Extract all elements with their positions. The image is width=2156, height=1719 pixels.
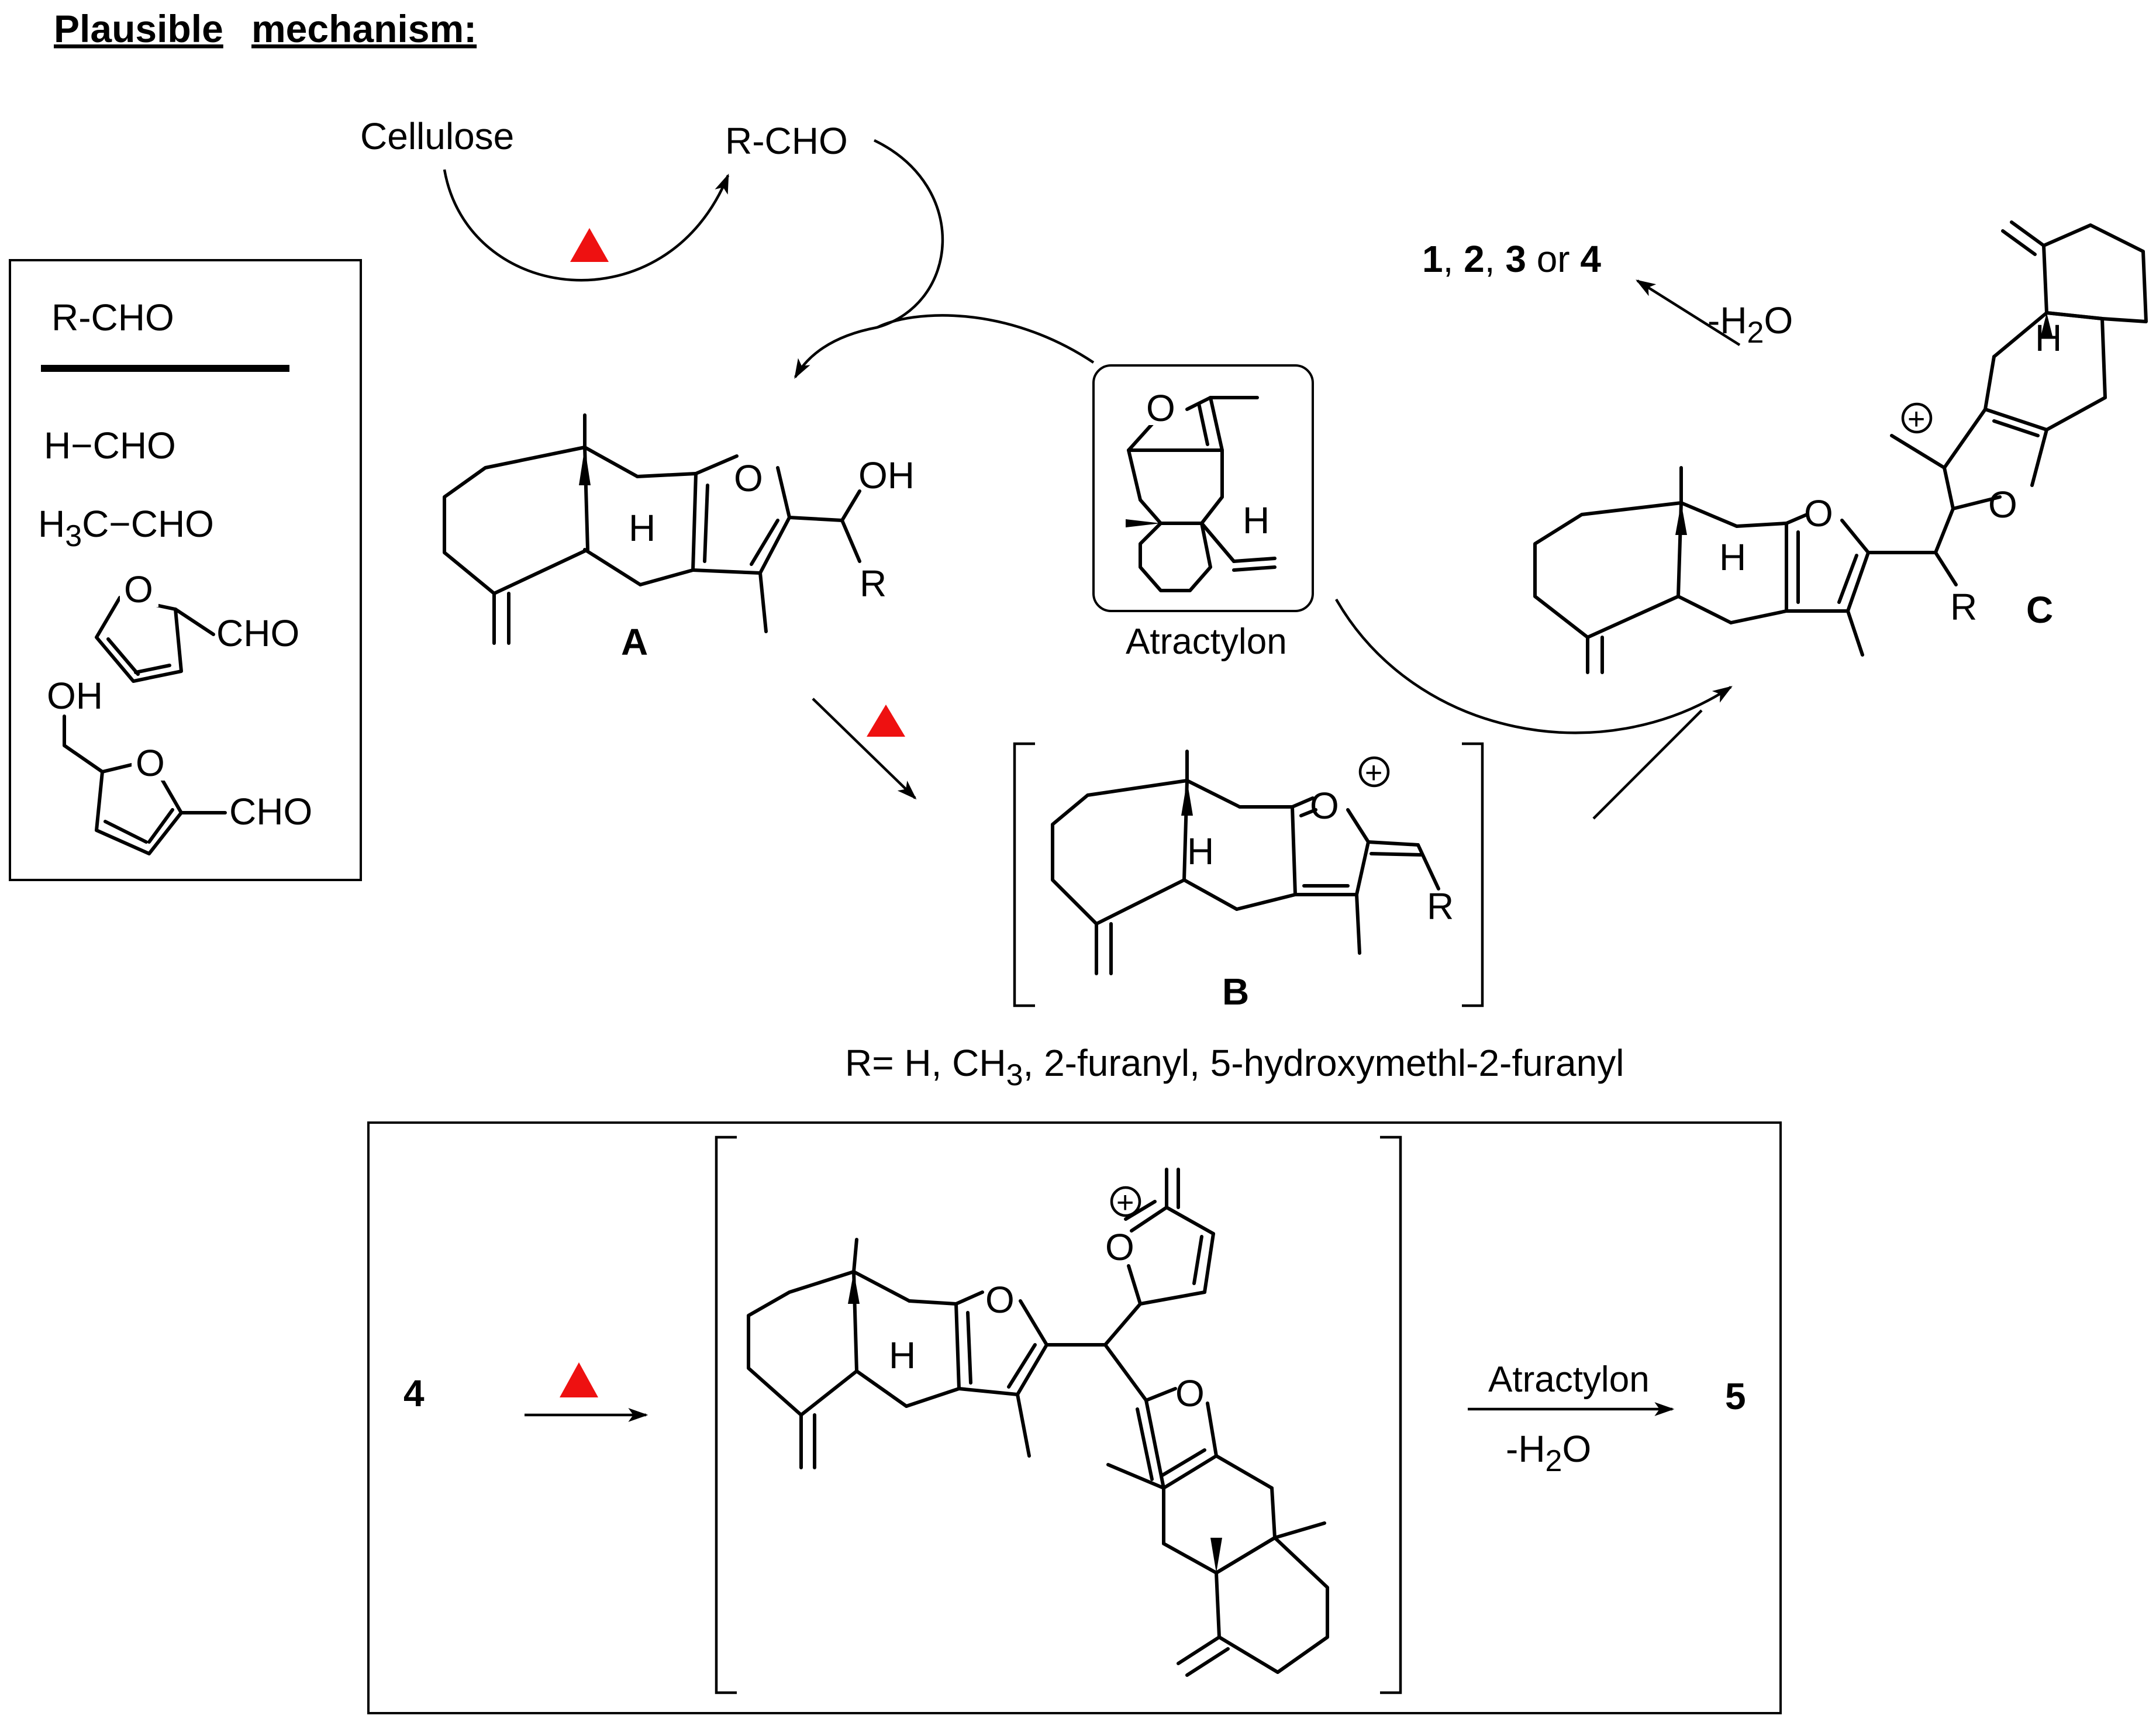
furfural-oxygen: O: [124, 568, 153, 610]
C-lower-furan-oxygen: O: [1804, 492, 1833, 534]
bottom-left-furan-oxygen: O: [985, 1279, 1015, 1321]
rcho-label: R-CHO: [725, 120, 848, 162]
heat-icon-3: [560, 1362, 598, 1397]
title-word-plausible: Plausible: [54, 7, 223, 50]
atractylon-to-C-arrow: [1335, 598, 1733, 734]
compound-4: 4: [403, 1372, 425, 1414]
A-R-group: R: [860, 562, 886, 605]
atractylon-oxygen: O: [1146, 387, 1175, 429]
C-upper-hydrogen: H: [2035, 317, 2062, 359]
legend-header: R-CHO: [51, 296, 174, 339]
C-lower-hydrogen: H: [1719, 536, 1746, 578]
A-hydroxyl: OH: [858, 454, 915, 496]
bottom-right-bracket: [1380, 1135, 1402, 1694]
legend-formaldehyde: H−CHO: [44, 424, 176, 467]
furfural-structure: O CHO: [95, 568, 299, 683]
furfural-cho: CHO: [216, 612, 299, 654]
B-right-bracket: [1462, 742, 1484, 1007]
products-label: 1, 2, 3 or 4: [1422, 238, 1601, 280]
atractylon-hydrogen: H: [1243, 499, 1270, 541]
acetaldehyde-h: H: [38, 503, 65, 545]
intermediate-B-structure: O + R H: [1051, 750, 1454, 975]
bottom-positive-charge: [1110, 1186, 1141, 1217]
A-hydrogen: H: [629, 507, 656, 549]
legend-acetaldehyde: H3C−CHO: [38, 503, 214, 553]
atractylon-joining-curve: [876, 314, 1095, 364]
atractylon-box: [1092, 364, 1314, 612]
hmf-structure: OH O CHO: [47, 675, 312, 855]
C-R-group: R: [1950, 586, 1977, 628]
acetaldehyde-subscript: 3: [65, 519, 82, 553]
B-oxonium-oxygen: O: [1310, 785, 1339, 827]
C-plus-sign: +: [1907, 402, 1925, 436]
A-ring-oxygen: O: [734, 457, 763, 499]
bottom-dehydration: -H2O: [1506, 1428, 1591, 1478]
B-left-bracket: [1013, 742, 1035, 1007]
rcho-to-A-arrow: [794, 139, 944, 379]
hmf-hydroxyl: OH: [47, 675, 103, 717]
compound-5: 5: [1725, 1375, 1746, 1417]
C-to-products-arrow: [1636, 279, 1741, 346]
heat-icon: [570, 228, 609, 262]
intermediate-C-structure: O H R O H +: [1533, 220, 2148, 674]
title-word-mechanism: mechanism:: [251, 7, 477, 50]
B-plus-sign: +: [1365, 756, 1382, 790]
intermediate-A-structure: O OH R H A: [443, 413, 915, 663]
bottom-box: [367, 1121, 1782, 1714]
atractylon-label: Atractylon: [1126, 622, 1287, 662]
bottom-left-hydrogen: H: [889, 1334, 916, 1376]
B-hydrogen: H: [1187, 830, 1214, 872]
label-B: B: [1222, 971, 1249, 1013]
label-A: A: [621, 621, 648, 663]
bottom-reagent-atractylon: Atractylon: [1488, 1359, 1650, 1400]
hmf-cho: CHO: [229, 791, 312, 833]
B-positive-charge: [1358, 756, 1390, 788]
cellulose-label: Cellulose: [360, 115, 514, 157]
R-definition: R= H, CH3, 2-furanyl, 5-hydroxymethl-2-f…: [845, 1042, 1624, 1092]
hmf-oxygen: O: [136, 742, 165, 784]
bottom-oxonium-oxygen: O: [1105, 1226, 1134, 1268]
B-to-C-arrow: [1592, 709, 1703, 820]
aldehyde-legend-box: [9, 259, 362, 881]
bottom-intermediate-structure: O H O + O: [747, 1168, 1329, 1677]
label-C: C: [2026, 589, 2053, 631]
C-upper-furan-oxygen: O: [1988, 484, 2017, 526]
cellulose-heat-arrow: [443, 169, 730, 282]
atractylon-structure: O H: [1126, 387, 1277, 592]
heat-icon-2: [867, 705, 905, 737]
C-positive-charge: [1901, 402, 1933, 434]
A-to-B-arrow: [812, 698, 917, 800]
acetaldehyde-rest: C−CHO: [82, 503, 214, 545]
dehydration-label: -H2O: [1707, 299, 1793, 350]
B-R-group: R: [1427, 885, 1454, 927]
bottom-left-bracket: [715, 1135, 737, 1694]
bottom-lower-furan-oxygen: O: [1175, 1372, 1205, 1414]
bottom-plus-sign: +: [1116, 1186, 1134, 1220]
